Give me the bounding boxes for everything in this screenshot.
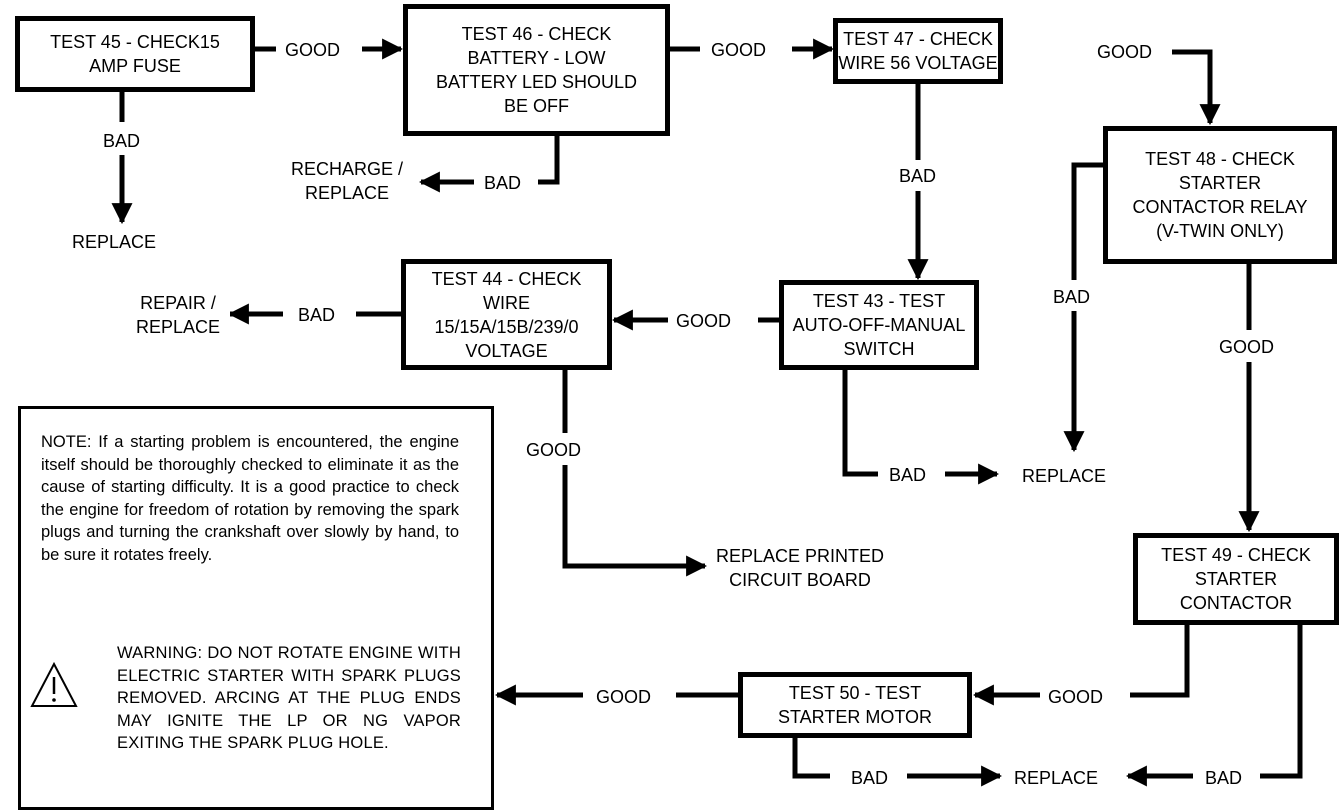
test-48-line-4: (V-TWIN ONLY) [1156, 221, 1284, 241]
bad-label-t45: BAD [103, 129, 141, 153]
test-50-box: TEST 50 - TEST STARTER MOTOR [738, 672, 972, 738]
test-44-line-2: WIRE [483, 292, 530, 313]
test-48-line-2: STARTER [1178, 173, 1262, 193]
arrow-t44-good-to-pcb [562, 465, 708, 577]
test-45-line-1: TEST 45 - CHECK15 [50, 32, 220, 52]
good-label-t50-note: GOOD [596, 685, 652, 709]
warning-triangle-icon [30, 661, 78, 707]
test-44-line-3: 15/15A/15B/239/0 [434, 316, 579, 337]
replace-label-t49-t50: REPLACE [1014, 766, 1099, 790]
test-50-line-1: TEST 50 - TEST [788, 683, 922, 703]
test-44-box: TEST 44 - CHECK WIRE 15/15A/15B/239/0 VO… [401, 259, 612, 370]
bad-label-t47: BAD [899, 164, 937, 188]
repair-line-1: REPAIR / [140, 293, 216, 313]
test-45-box: TEST 45 - CHECK15 AMP FUSE [15, 16, 255, 92]
bad-label-t49: BAD [1205, 766, 1243, 790]
test-46-box: TEST 46 - CHECK BATTERY - LOW BATTERY LE… [403, 4, 670, 136]
good-label-t47-t48: GOOD [1097, 40, 1153, 64]
replace-pcb-label: REPLACE PRINTED CIRCUIT BOARD [712, 544, 888, 592]
test-48-line-3: CONTACTOR RELAY [1132, 197, 1308, 217]
test-47-line-1: TEST 47 - CHECK [843, 29, 993, 49]
bad-label-t46: BAD [484, 171, 522, 195]
bad-label-t50: BAD [851, 766, 889, 790]
note-box: NOTE: If a starting problem is encounter… [18, 406, 494, 810]
test-46-line-3: BATTERY LED SHOULD [435, 72, 638, 92]
good-label-t44-pcb: GOOD [526, 438, 582, 462]
recharge-line-2: REPLACE [304, 183, 390, 203]
test-46-line-4: BE OFF [503, 96, 569, 116]
connector-t49-good [1130, 625, 1190, 698]
connector-t48-bad [1071, 162, 1103, 280]
bad-label-t44: BAD [298, 303, 336, 327]
good-label-t49-t50: GOOD [1048, 685, 1104, 709]
warning-text: WARNING: DO NOT ROTATE ENGINE WITH ELECT… [117, 642, 461, 755]
connector-t43-bad [842, 370, 878, 477]
arrow-t47-good-to-t48 [1172, 49, 1221, 126]
good-label-t43-t44: GOOD [676, 309, 732, 333]
note-text: NOTE: If a starting problem is encounter… [41, 433, 459, 564]
test-48-box: TEST 48 - CHECK STARTER CONTACTOR RELAY … [1103, 126, 1337, 264]
warning-text-main: WARNING: DO NOT ROTATE ENGINE WITH ELECT… [117, 644, 461, 730]
test-47-box: TEST 47 - CHECK WIRE 56 VOLTAGE [833, 18, 1003, 84]
test-45-line-2: AMP FUSE [89, 56, 181, 76]
repair-line-2: REPLACE [135, 317, 221, 337]
test-43-line-3: SWITCH [843, 339, 915, 359]
good-label-t45-t46: GOOD [285, 38, 341, 62]
test-49-line-3: CONTACTOR [1179, 593, 1293, 613]
bad-label-t48: BAD [1053, 285, 1091, 309]
recharge-replace-label: RECHARGE / REPLACE [282, 157, 412, 205]
replace-label-t43-t48: REPLACE [1022, 464, 1107, 488]
test-43-line-1: TEST 43 - TEST [812, 291, 946, 311]
pcb-line-1: REPLACE PRINTED [715, 546, 885, 566]
good-label-t48-t49: GOOD [1219, 335, 1275, 359]
test-46-line-2: BATTERY - LOW [467, 48, 606, 68]
warning-text-last: EXITING THE SPARK PLUG HOLE. [117, 734, 389, 752]
test-50-line-2: STARTER MOTOR [777, 707, 932, 727]
test-49-line-1: TEST 49 - CHECK [1161, 545, 1311, 565]
connector-t50-bad [792, 738, 830, 779]
connector-t49-bad [1260, 625, 1303, 779]
bad-label-t43: BAD [889, 463, 927, 487]
recharge-line-1: RECHARGE / [290, 159, 404, 179]
good-label-t46-t47: GOOD [711, 38, 767, 62]
replace-label-t45: REPLACE [72, 230, 157, 254]
test-43-line-2: AUTO-OFF-MANUAL [792, 315, 966, 335]
test-48-line-1: TEST 48 - CHECK [1145, 149, 1295, 169]
test-44-line-4: VOLTAGE [465, 340, 548, 361]
test-46-line-1: TEST 46 - CHECK [461, 24, 612, 44]
connector-t46-bad [538, 136, 560, 185]
test-49-box: TEST 49 - CHECK STARTER CONTACTOR [1133, 533, 1339, 625]
pcb-line-2: CIRCUIT BOARD [729, 570, 871, 590]
test-47-line-2: WIRE 56 VOLTAGE [838, 53, 998, 73]
test-49-line-2: STARTER [1194, 569, 1278, 589]
test-43-box: TEST 43 - TEST AUTO-OFF-MANUAL SWITCH [779, 280, 979, 370]
test-44-line-1: TEST 44 - CHECK [431, 268, 582, 289]
repair-replace-label: REPAIR / REPLACE [126, 291, 230, 339]
